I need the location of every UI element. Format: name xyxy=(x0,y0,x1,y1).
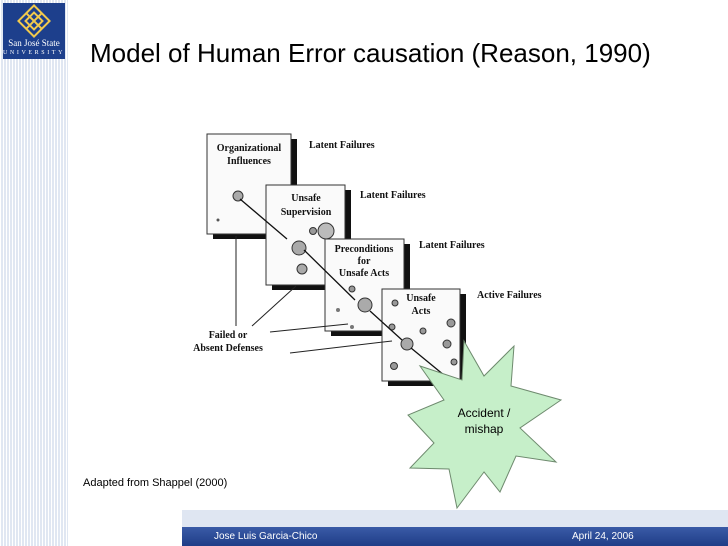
source-credit: Adapted from Shappel (2000) xyxy=(83,477,228,489)
footer-bar xyxy=(182,527,728,546)
slide-title: Model of Human Error causation (Reason, … xyxy=(90,38,651,68)
defenses-line-1: Failed or xyxy=(209,330,248,341)
accident-burst xyxy=(407,339,563,510)
layer-1-line-2: Influences xyxy=(227,156,271,167)
logo-emblem-icon xyxy=(17,4,51,38)
university-logo: San José State UNIVERSITY xyxy=(3,3,65,59)
layer-unsafe-acts: Unsafe Acts xyxy=(381,288,466,386)
layer-2-line-1: Unsafe xyxy=(291,193,321,204)
burst-line-2: mishap xyxy=(465,422,504,436)
footer-band xyxy=(182,510,728,527)
footer-author: Jose Luis Garcia-Chico xyxy=(214,531,318,542)
layer-3-line-3: Unsafe Acts xyxy=(339,268,389,279)
layer-2-line-2: Supervision xyxy=(281,207,332,218)
layer-3-line-2: for xyxy=(358,256,371,267)
failure-label-4: Active Failures xyxy=(477,290,542,301)
burst-line-1: Accident / xyxy=(458,406,511,420)
layer-1-line-1: Organizational xyxy=(217,143,282,154)
failure-label-2: Latent Failures xyxy=(360,190,426,201)
logo-subtitle: UNIVERSITY xyxy=(3,50,65,56)
defense-pointer-lines xyxy=(235,236,393,354)
layer-3-line-1: Preconditions xyxy=(335,244,394,255)
layer-4-line-1: Unsafe xyxy=(406,293,436,304)
failure-label-3: Latent Failures xyxy=(419,240,485,251)
footer-date: April 24, 2006 xyxy=(572,531,634,542)
layer-4-line-2: Acts xyxy=(412,306,431,317)
side-stripe-decoration xyxy=(0,0,68,546)
logo-name: San José State xyxy=(8,38,60,48)
failure-trajectory-line xyxy=(239,198,451,381)
defenses-line-2: Absent Defenses xyxy=(193,343,263,354)
failure-label-1: Latent Failures xyxy=(309,140,375,151)
